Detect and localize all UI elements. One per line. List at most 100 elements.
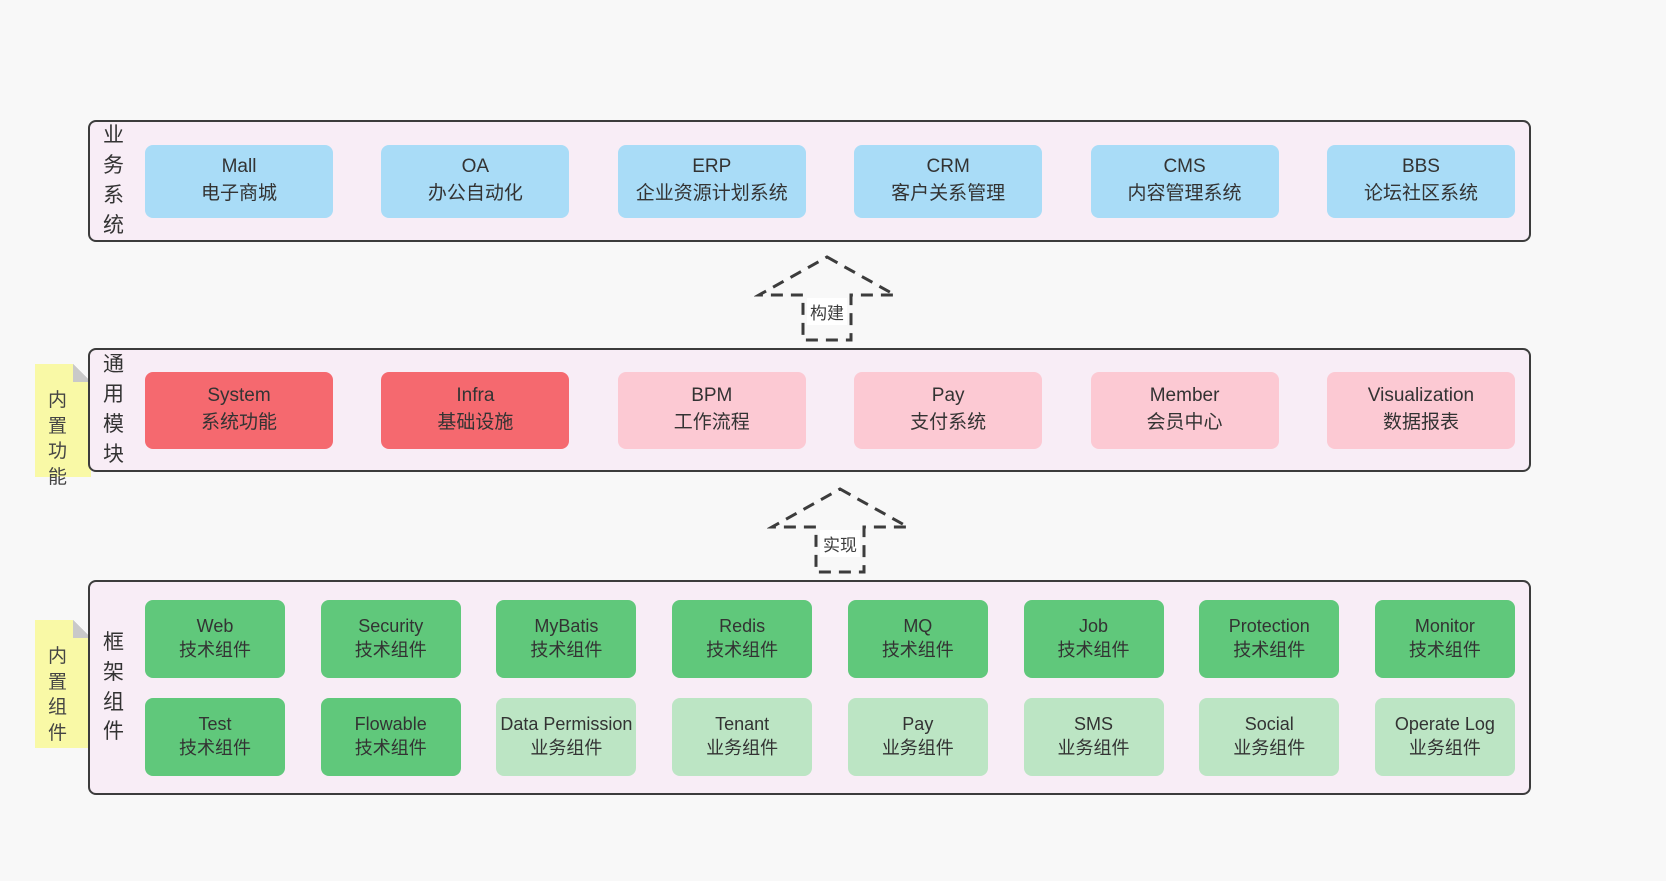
section-label-framework-components: 框架组件: [103, 630, 124, 744]
box-pay-en: Pay: [931, 385, 965, 407]
box-visualization: Visualization 数据报表: [1326, 371, 1515, 449]
box-mall: Mall 电子商城: [145, 144, 333, 218]
box-security-en: Security: [358, 615, 424, 636]
box-mybatis: MyBatis 技术组件: [496, 599, 637, 678]
box-test-cn: 技术组件: [179, 737, 251, 758]
box-bbs-cn: 论坛社区系统: [1363, 183, 1478, 204]
box-mybatis-cn: 技术组件: [530, 639, 603, 660]
box-sms-cn: 业务组件: [1057, 737, 1130, 758]
box-pay-biz-en: Pay: [902, 713, 934, 734]
framework-components-row-1: Web 技术组件 Security 技术组件 MyBatis 技术组件 Redi…: [145, 599, 1515, 678]
box-data-permission-cn: 业务组件: [530, 737, 603, 758]
box-job: Job 技术组件: [1023, 599, 1164, 678]
section-framework-components: 框架组件 Web 技术组件 Security 技术组件 MyBatis 技术组件…: [88, 580, 1531, 795]
box-operate-log: Operate Log 业务组件: [1374, 697, 1515, 776]
common-modules-row: System 系统功能 Infra 基础设施 BPM 工作流程 Pay 支付系统…: [127, 350, 1529, 470]
box-bpm: BPM 工作流程: [617, 371, 806, 449]
box-member: Member 会员中心: [1090, 371, 1279, 449]
box-security: Security 技术组件: [320, 599, 461, 678]
box-redis-cn: 技术组件: [706, 639, 779, 660]
box-data-permission: Data Permission 业务组件: [496, 697, 637, 776]
box-test: Test 技术组件: [145, 697, 285, 776]
box-web-en: Web: [196, 615, 234, 636]
box-monitor-cn: 技术组件: [1408, 639, 1481, 660]
section-label-common-modules: 通用模块: [103, 353, 124, 466]
box-tenant-cn: 业务组件: [706, 737, 779, 758]
box-visualization-cn: 数据报表: [1382, 412, 1459, 433]
box-job-en: Job: [1079, 615, 1109, 636]
dashed-up-arrow-icon: [754, 255, 900, 342]
box-flowable-en: Flowable: [354, 713, 427, 734]
box-crm-en: CRM: [926, 156, 970, 178]
box-tenant: Tenant 业务组件: [672, 697, 813, 776]
box-infra: Infra 基础设施: [381, 371, 570, 449]
box-operate-log-en: Operate Log: [1394, 713, 1495, 734]
box-erp-en: ERP: [692, 156, 732, 178]
box-infra-en: Infra: [456, 385, 495, 407]
section-label-business-systems: 业务系统: [103, 124, 124, 237]
box-web-cn: 技术组件: [179, 639, 251, 660]
note-built-in-features: 内置功能: [35, 364, 91, 488]
box-redis: Redis 技术组件: [672, 599, 813, 678]
box-monitor: Monitor 技术组件: [1374, 599, 1515, 678]
arrow-implement-label: 实现: [820, 530, 860, 557]
box-flowable: Flowable 技术组件: [320, 697, 461, 776]
box-operate-log-cn: 业务组件: [1408, 737, 1481, 758]
box-mq-en: MQ: [903, 615, 933, 636]
box-bpm-en: BPM: [691, 385, 733, 407]
box-pay-cn: 支付系统: [910, 412, 987, 433]
note-built-in-features-text: 内置功能: [48, 390, 68, 488]
box-security-cn: 技术组件: [354, 639, 427, 660]
box-bpm-cn: 工作流程: [673, 412, 750, 433]
box-member-en: Member: [1149, 385, 1220, 407]
box-sms-en: SMS: [1074, 713, 1114, 734]
arrow-build-label: 构建: [807, 298, 847, 325]
box-monitor-en: Monitor: [1414, 615, 1475, 636]
box-erp-cn: 企业资源计划系统: [635, 183, 788, 204]
box-mall-cn: 电子商城: [200, 183, 277, 204]
arrow-build: 构建: [754, 254, 900, 344]
box-member-cn: 会员中心: [1146, 412, 1223, 433]
section-common-modules: 通用模块 System 系统功能 Infra 基础设施 BPM 工作流程 Pay…: [88, 348, 1531, 472]
box-protection-en: Protection: [1228, 615, 1310, 636]
box-oa: OA 办公自动化: [381, 144, 570, 218]
box-mall-en: Mall: [221, 156, 257, 178]
box-system-en: System: [207, 385, 271, 407]
box-test-en: Test: [198, 713, 232, 734]
box-erp: ERP 企业资源计划系统: [617, 144, 806, 218]
box-system-cn: 系统功能: [200, 412, 277, 433]
box-mq: MQ 技术组件: [847, 599, 988, 678]
box-data-permission-en: Data Permission: [500, 713, 633, 734]
note-built-in-components-text: 内置组件: [48, 646, 68, 744]
box-cms-cn: 内容管理系统: [1127, 183, 1242, 204]
box-web: Web 技术组件: [145, 599, 285, 678]
box-pay-biz-cn: 业务组件: [881, 737, 954, 758]
framework-components-row-2: Test 技术组件 Flowable 技术组件 Data Permission …: [145, 697, 1515, 776]
box-mq-cn: 技术组件: [881, 639, 954, 660]
box-crm: CRM 客户关系管理: [854, 144, 1043, 218]
note-fold-corner-icon: [73, 620, 91, 638]
box-bbs-en: BBS: [1401, 156, 1440, 178]
box-pay-biz: Pay 业务组件: [847, 697, 988, 776]
box-job-cn: 技术组件: [1057, 639, 1130, 660]
box-protection: Protection 技术组件: [1199, 599, 1340, 678]
box-flowable-cn: 技术组件: [354, 737, 427, 758]
box-social: Social 业务组件: [1199, 697, 1340, 776]
box-social-cn: 业务组件: [1233, 737, 1306, 758]
arrow-implement: 实现: [767, 486, 913, 576]
section-business-systems: 业务系统 Mall 电子商城 OA 办公自动化 ERP 企业资源计划系统 CRM…: [88, 120, 1531, 242]
box-social-en: Social: [1244, 713, 1294, 734]
box-system: System 系统功能: [145, 371, 333, 449]
dashed-up-arrow-icon: [767, 487, 913, 574]
box-oa-en: OA: [461, 156, 490, 178]
box-oa-cn: 办公自动化: [427, 183, 523, 204]
box-mybatis-en: MyBatis: [534, 615, 599, 636]
note-fold-corner-icon: [73, 364, 91, 382]
box-tenant-en: Tenant: [715, 713, 770, 734]
box-sms: SMS 业务组件: [1023, 697, 1164, 776]
box-cms-en: CMS: [1163, 156, 1206, 178]
box-pay: Pay 支付系统: [854, 371, 1043, 449]
note-built-in-components: 内置组件: [35, 620, 91, 748]
box-protection-cn: 技术组件: [1233, 639, 1306, 660]
box-visualization-en: Visualization: [1367, 385, 1475, 407]
